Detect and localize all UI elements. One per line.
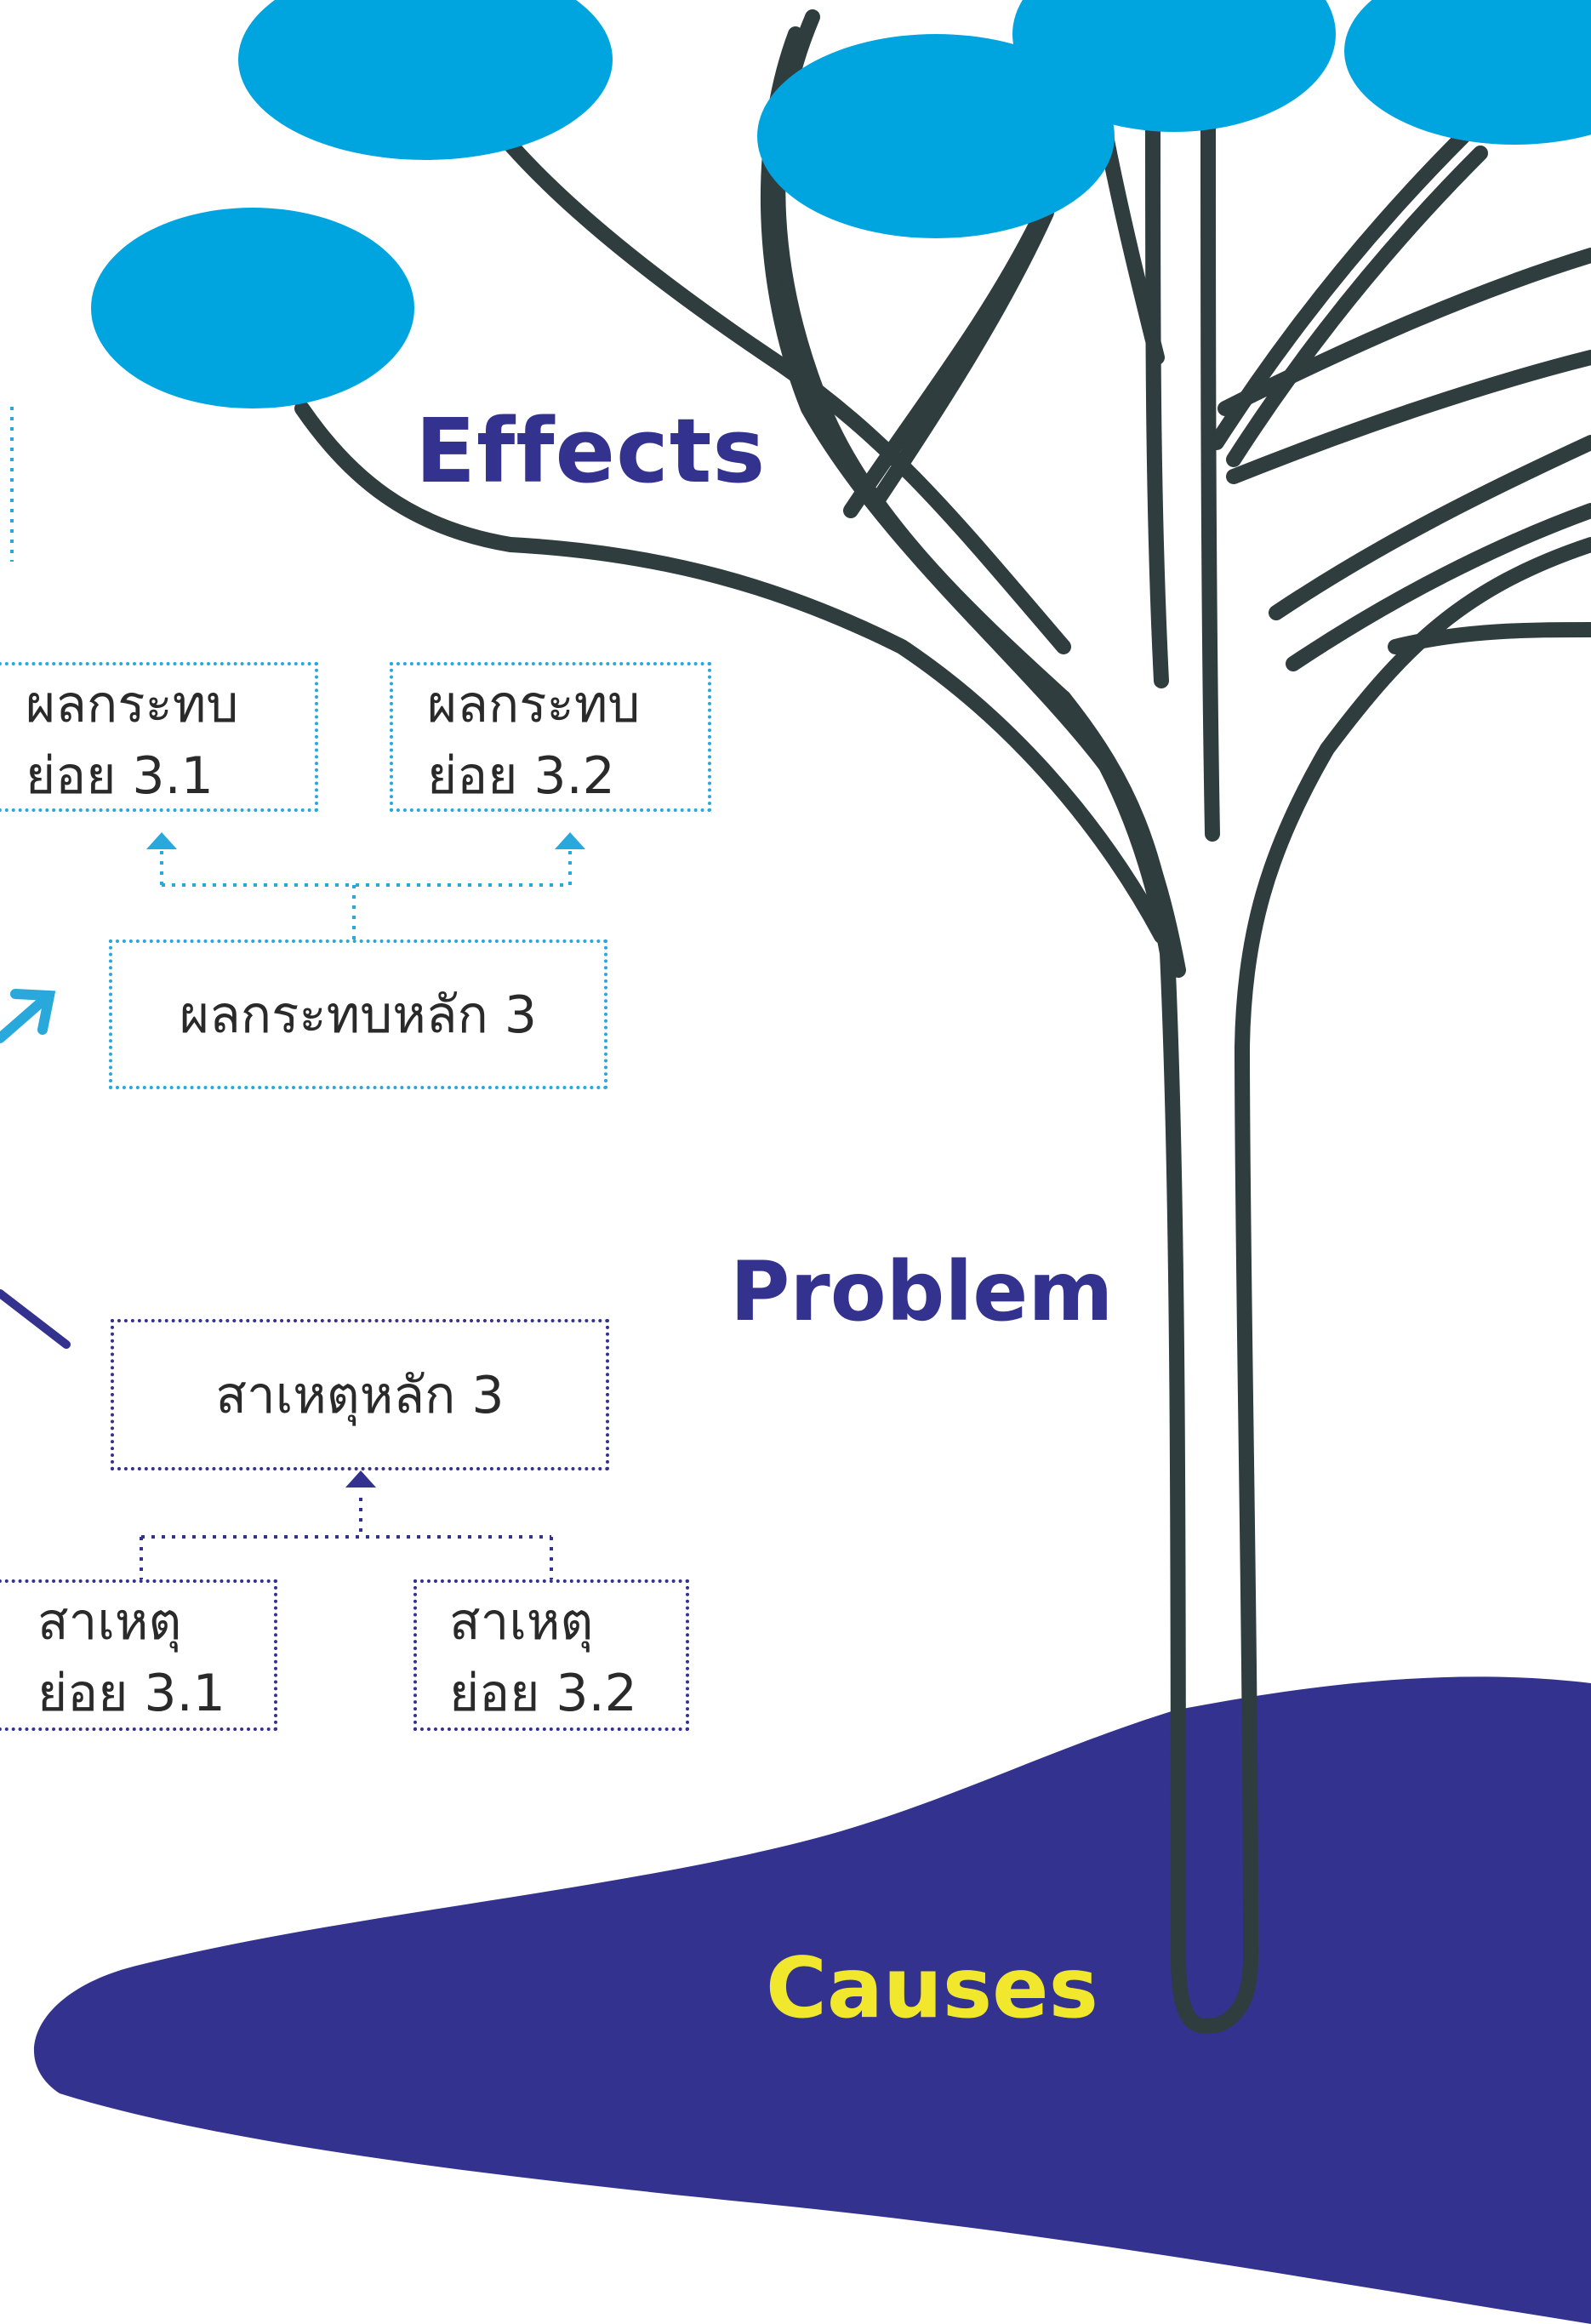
effect-arrowhead-3-1 [146, 832, 177, 849]
sub-effect-3-1-box: ผลกระทบ ย่อย 3.1 [0, 662, 318, 812]
sub-effect-3-2-line2: ย่อย 3.2 [427, 746, 615, 806]
sub-cause-3-1-line1: สาเหตุ [37, 1592, 182, 1652]
sub-cause-3-1-box: สาเหตุ ย่อย 3.1 [0, 1579, 277, 1731]
causes-connectors [140, 1498, 553, 1579]
incoming-effect-arrow [0, 989, 56, 1043]
effects-label: Effects [415, 399, 767, 503]
problem-label: Problem [730, 1244, 1114, 1339]
canopy-left [91, 208, 414, 408]
tree-branches [294, 9, 1591, 2034]
sub-cause-3-1-line2: ย่อย 3.1 [37, 1664, 225, 1723]
canopy-top-center [1012, 0, 1336, 132]
cause-arrowhead-main [345, 1470, 376, 1487]
sub-cause-3-2-line1: สาเหตุ [449, 1592, 594, 1652]
ground-shape [34, 1676, 1591, 2324]
canopy-top-right [1344, 0, 1591, 145]
incoming-cause-line [0, 1289, 71, 1349]
effects-connectors [160, 849, 572, 939]
effect-arrowhead-3-2 [555, 832, 585, 849]
main-cause-3-box: สาเหตุหลัก 3 [111, 1319, 609, 1470]
sub-cause-3-2-line2: ย่อย 3.2 [449, 1664, 637, 1723]
sub-cause-3-2-box: สาเหตุ ย่อย 3.2 [413, 1579, 689, 1731]
main-effect-3-text: ผลกระทบหลัก 3 [179, 985, 538, 1045]
sub-effect-3-1-line2: ย่อย 3.1 [26, 746, 214, 806]
sub-effect-3-2-line1: ผลกระทบ [427, 675, 641, 734]
sub-effect-3-2-box: ผลกระทบ ย่อย 3.2 [390, 662, 711, 812]
causes-label: Causes [766, 1940, 1098, 2037]
tree-canopy [91, 0, 1591, 408]
canopy-center [757, 34, 1115, 238]
main-cause-3-text: สาเหตุหลัก 3 [215, 1365, 505, 1425]
main-effect-3-box: ผลกระทบหลัก 3 [109, 939, 607, 1089]
sub-effect-3-1-line1: ผลกระทบ [26, 675, 239, 734]
canopy-top-left [238, 0, 613, 160]
